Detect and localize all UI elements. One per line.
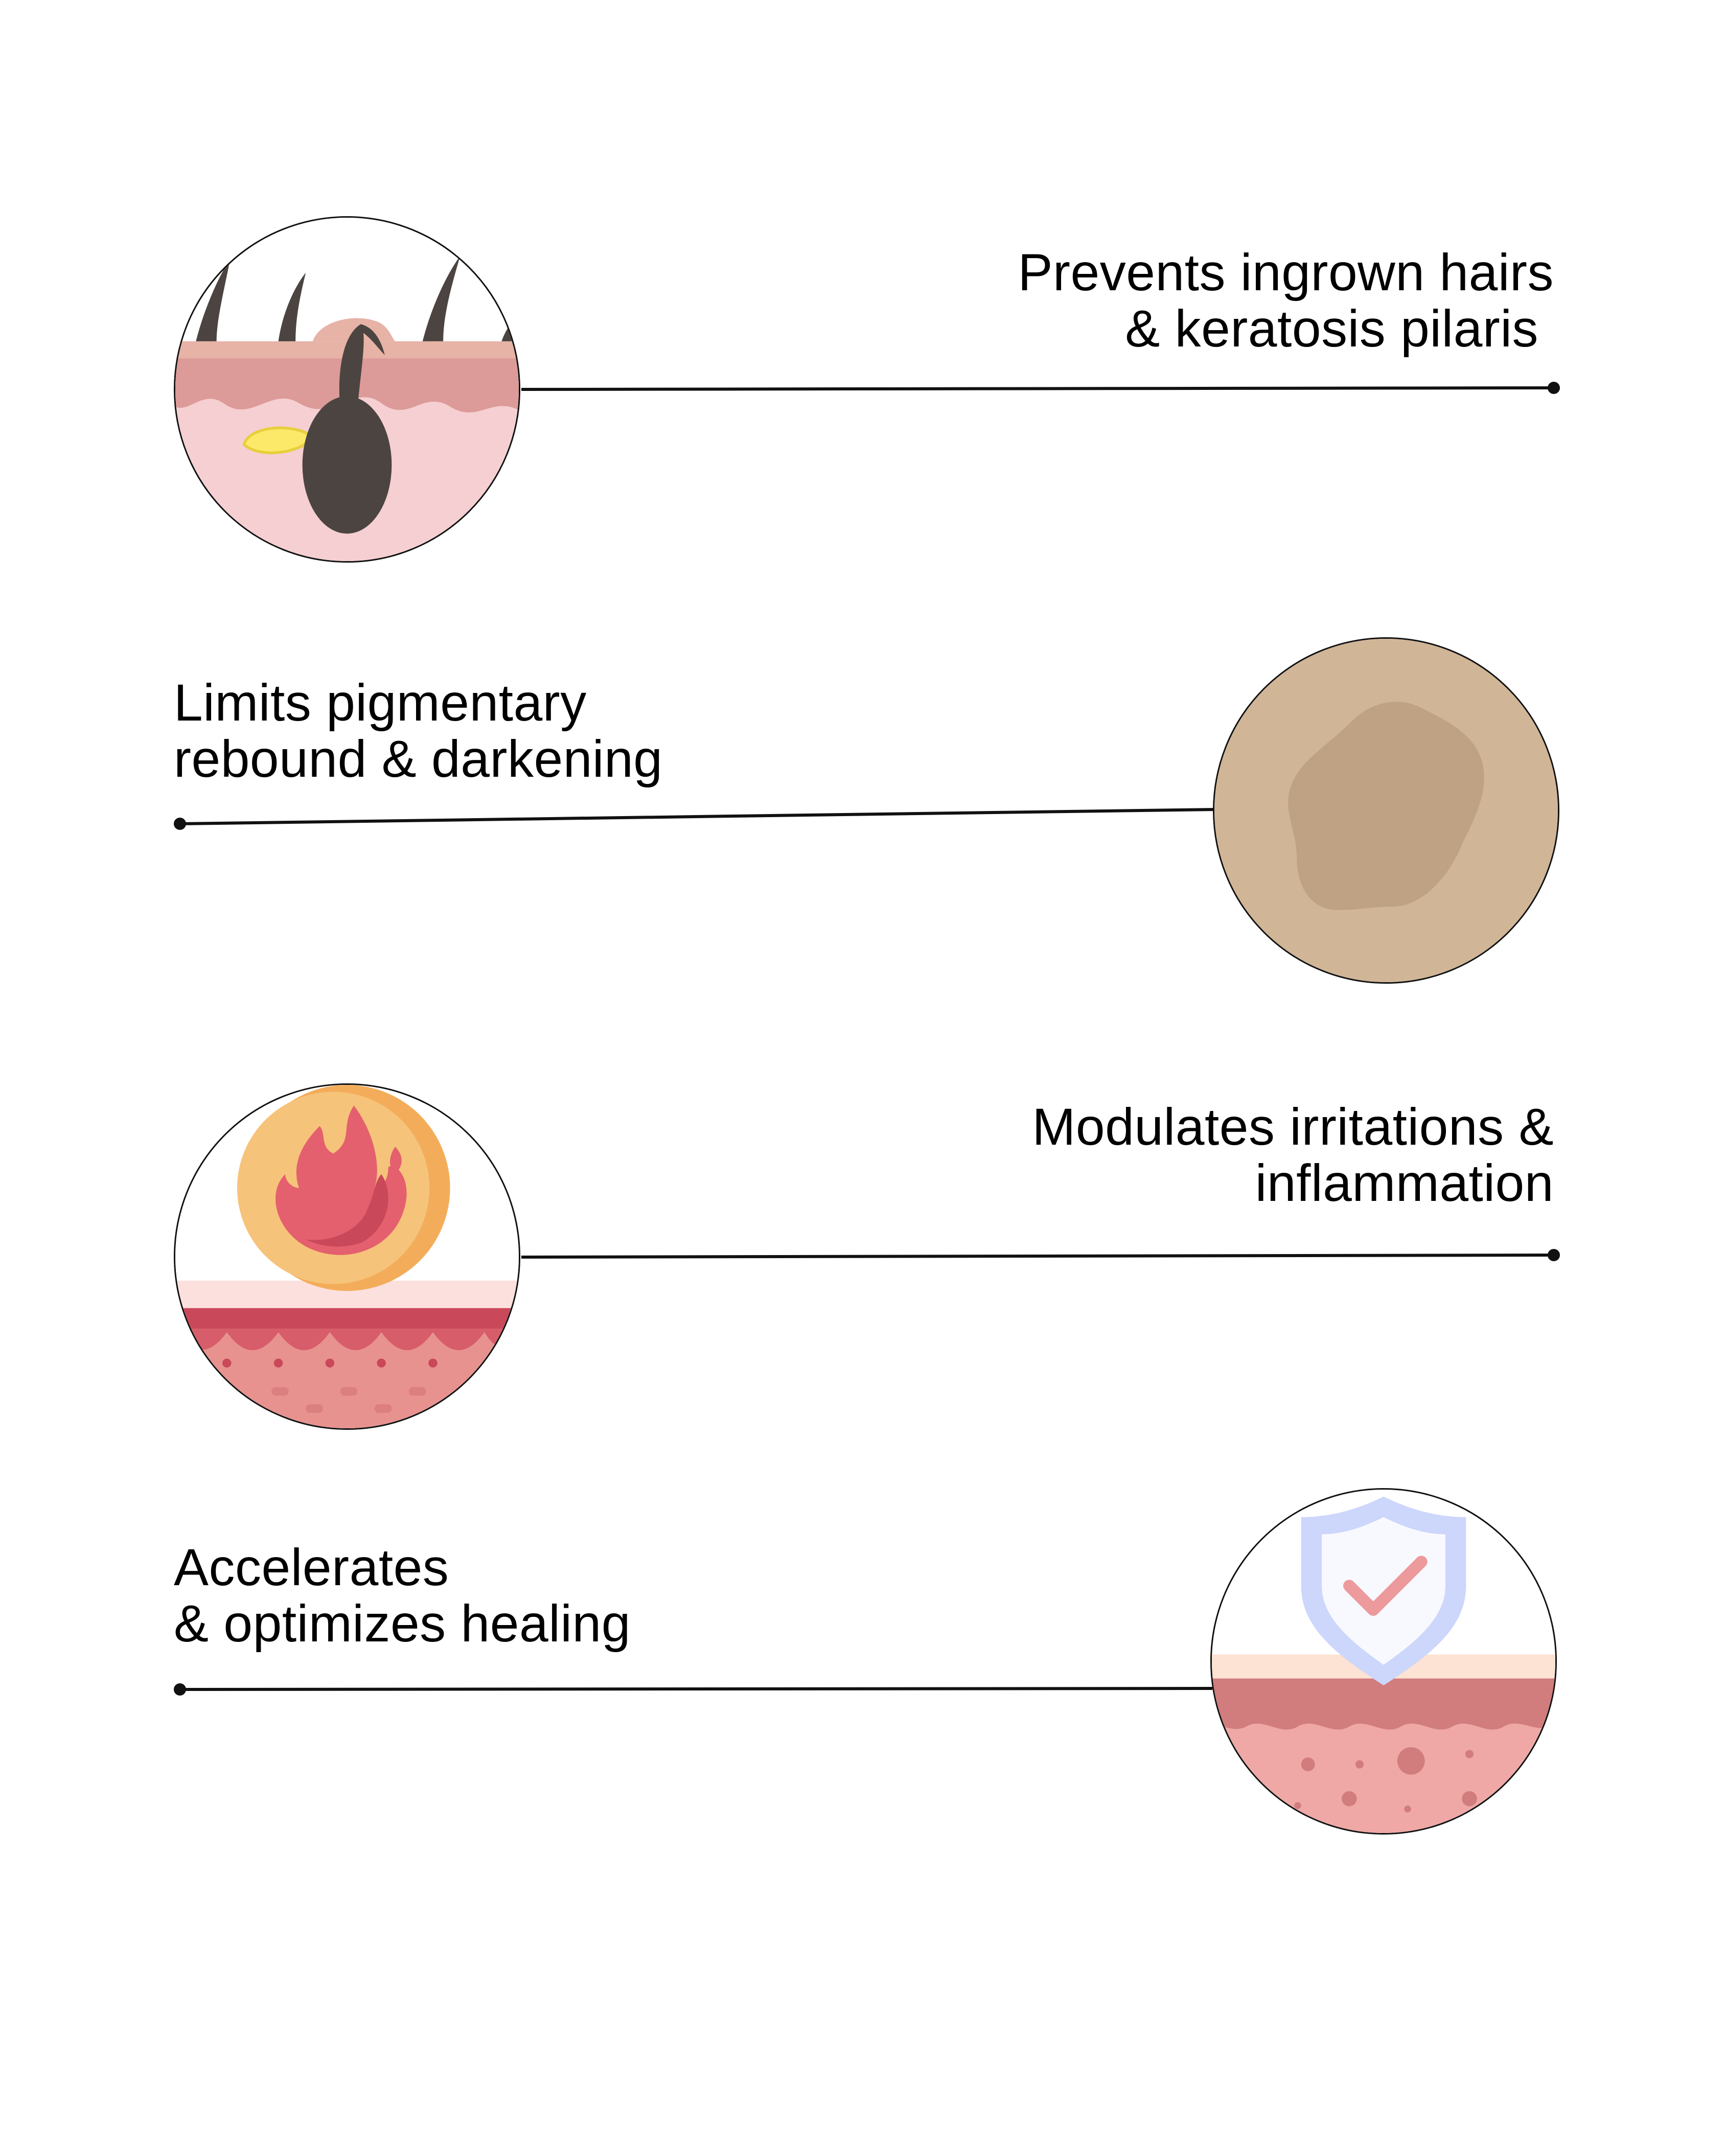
benefit-label-line-2: inflammation	[1255, 1154, 1554, 1212]
benefit-label-line-1: Modulates irritations &	[1032, 1098, 1554, 1156]
benefit-label-line-1: Limits pigmentary	[174, 674, 587, 732]
connector-line	[174, 808, 1216, 830]
benefit-label: Accelerates & optimizes healing	[174, 1539, 631, 1652]
ingrown-hair-follicle-icon	[174, 216, 520, 563]
benefit-label: Prevents ingrown hairs & keratosis pilar…	[1018, 244, 1554, 357]
connector-dot	[1548, 382, 1560, 394]
healing-shield-icon	[1210, 1488, 1557, 1835]
benefit-label-line-2: rebound & darkening	[174, 730, 663, 788]
connector-dot	[174, 818, 186, 830]
benefit-label-line-1: Prevents ingrown hairs	[1018, 243, 1554, 302]
benefit-label: Limits pigmentary rebound & darkening	[174, 675, 663, 787]
connector-line	[521, 382, 1560, 394]
benefit-label-line-1: Accelerates	[174, 1538, 449, 1596]
connector-line	[174, 1683, 1213, 1696]
inflammation-flame-icon	[174, 1083, 520, 1430]
connector-dot	[1548, 1249, 1560, 1261]
pigmentation-spot-icon	[1213, 637, 1559, 984]
connector-line	[521, 1249, 1560, 1261]
benefit-label-line-2: & keratosis pilaris	[1125, 299, 1538, 358]
benefit-label-line-2: & optimizes healing	[174, 1594, 631, 1653]
connector-dot	[174, 1683, 186, 1696]
benefit-label: Modulates irritations & inflammation	[1032, 1099, 1554, 1211]
